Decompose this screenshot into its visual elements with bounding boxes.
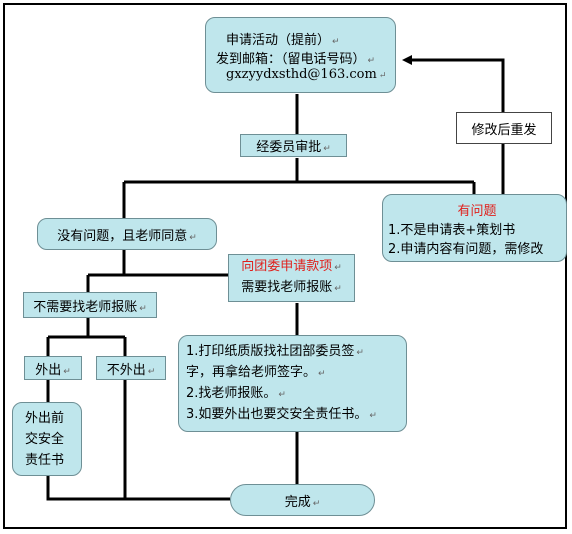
steps-node: 1.打印纸质版找社团部委员签 字，再拿给老师签字。 2.找老师报账。 3.如要外… <box>178 335 407 432</box>
apply-line-1: 申请活动（提前） <box>226 29 395 48</box>
steps-line-2: 字，再拿给老师签字。 <box>186 363 406 384</box>
approve-label: 经委员审批 <box>256 136 331 155</box>
apply-line-2: 发到邮箱：（留电话号码） <box>216 48 395 67</box>
apply-node: 申请活动（提前） 发到邮箱：（留电话号码） gxzyydxsthd@163.co… <box>205 17 396 93</box>
resubmit-label: 修改后重发 <box>471 122 537 138</box>
no-reimburse-node: 不需要找老师报账 <box>23 292 157 318</box>
diagram-frame <box>3 3 567 529</box>
no-reimburse-label: 不需要找老师报账 <box>33 296 147 315</box>
funding-title: 向团委申请款项 <box>241 257 342 278</box>
connector-problem-feedback <box>402 55 505 196</box>
funding-line-2: 需要找老师报账 <box>241 278 342 299</box>
approve-node: 经委员审批 <box>240 134 347 157</box>
problem-node: 有问题 1.不是申请表+策划书 2.申请内容有问题，需修改 <box>382 194 567 262</box>
funding-node: 向团委申请款项 需要找老师报账 <box>228 254 355 302</box>
out-label: 外出 <box>35 359 71 378</box>
resubmit-box: 修改后重发 <box>456 112 552 144</box>
not-out-label: 不外出 <box>107 359 156 378</box>
problem-line-1: 1.不是申请表+策划书 <box>388 222 516 238</box>
problem-title: 有问题 <box>457 203 497 219</box>
done-node: 完成 <box>230 484 375 516</box>
steps-line-3: 2.找老师报账。 <box>186 384 406 405</box>
not-out-node: 不外出 <box>96 356 166 380</box>
safety-line-3: 责任书 <box>25 452 65 468</box>
apply-email: gxzyydxsthd@163.com <box>226 67 395 82</box>
safety-line-2: 交安全 <box>25 431 65 447</box>
steps-line-1: 1.打印纸质版找社团部委员签 <box>186 342 406 363</box>
steps-line-4: 3.如要外出也要交安全责任书。 <box>186 405 406 426</box>
safety-line-1: 外出前 <box>25 410 65 426</box>
ok-label: 没有问题，且老师同意 <box>57 225 197 244</box>
connector-safety-to-done <box>46 476 230 501</box>
ok-node: 没有问题，且老师同意 <box>37 218 217 250</box>
safety-node: 外出前 交安全 责任书 <box>12 402 82 476</box>
problem-line-2: 2.申请内容有问题，需修改 <box>388 241 544 257</box>
out-node: 外出 <box>24 356 82 380</box>
done-label: 完成 <box>285 491 321 510</box>
